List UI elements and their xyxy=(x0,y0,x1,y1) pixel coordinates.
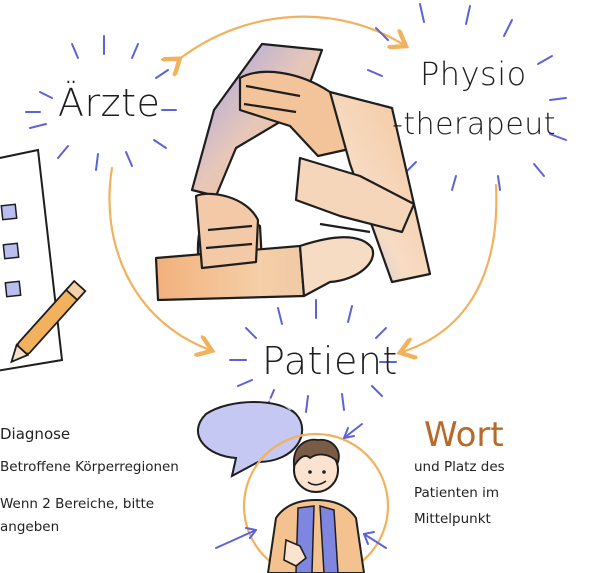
arrow-aerzte-patient xyxy=(108,166,210,350)
note-koerperregionen: Betroffene Körperregionen xyxy=(0,459,179,475)
patient-burst xyxy=(229,299,397,413)
wort-line-2: Patienten im xyxy=(414,485,500,501)
note-diagnose: Diagnose xyxy=(0,425,71,443)
person-icon xyxy=(242,432,390,573)
arrow-aerzte-physio xyxy=(178,15,404,60)
cycle-arrows xyxy=(108,15,498,352)
label-physio-line2: -therapeut xyxy=(392,107,557,142)
pencil-icon xyxy=(10,279,87,364)
label-patient: Patient xyxy=(262,339,398,383)
focus-arrows xyxy=(215,423,387,549)
label-physio-line1: Physio xyxy=(420,55,527,93)
speech-bubble-icon xyxy=(196,396,304,478)
note-zwei-bereiche: Wenn 2 Bereiche, bitte xyxy=(0,496,155,512)
label-wort: Wort xyxy=(424,415,504,455)
aerzte-burst xyxy=(25,35,177,171)
arrow-physio-patient xyxy=(402,183,498,352)
wort-line-1: und Platz des xyxy=(414,459,505,475)
label-aerzte: Ärzte xyxy=(58,81,161,125)
wort-line-3: Mittelpunkt xyxy=(414,511,491,527)
hands-icon xyxy=(154,42,432,302)
note-angeben: angeben xyxy=(0,519,60,535)
